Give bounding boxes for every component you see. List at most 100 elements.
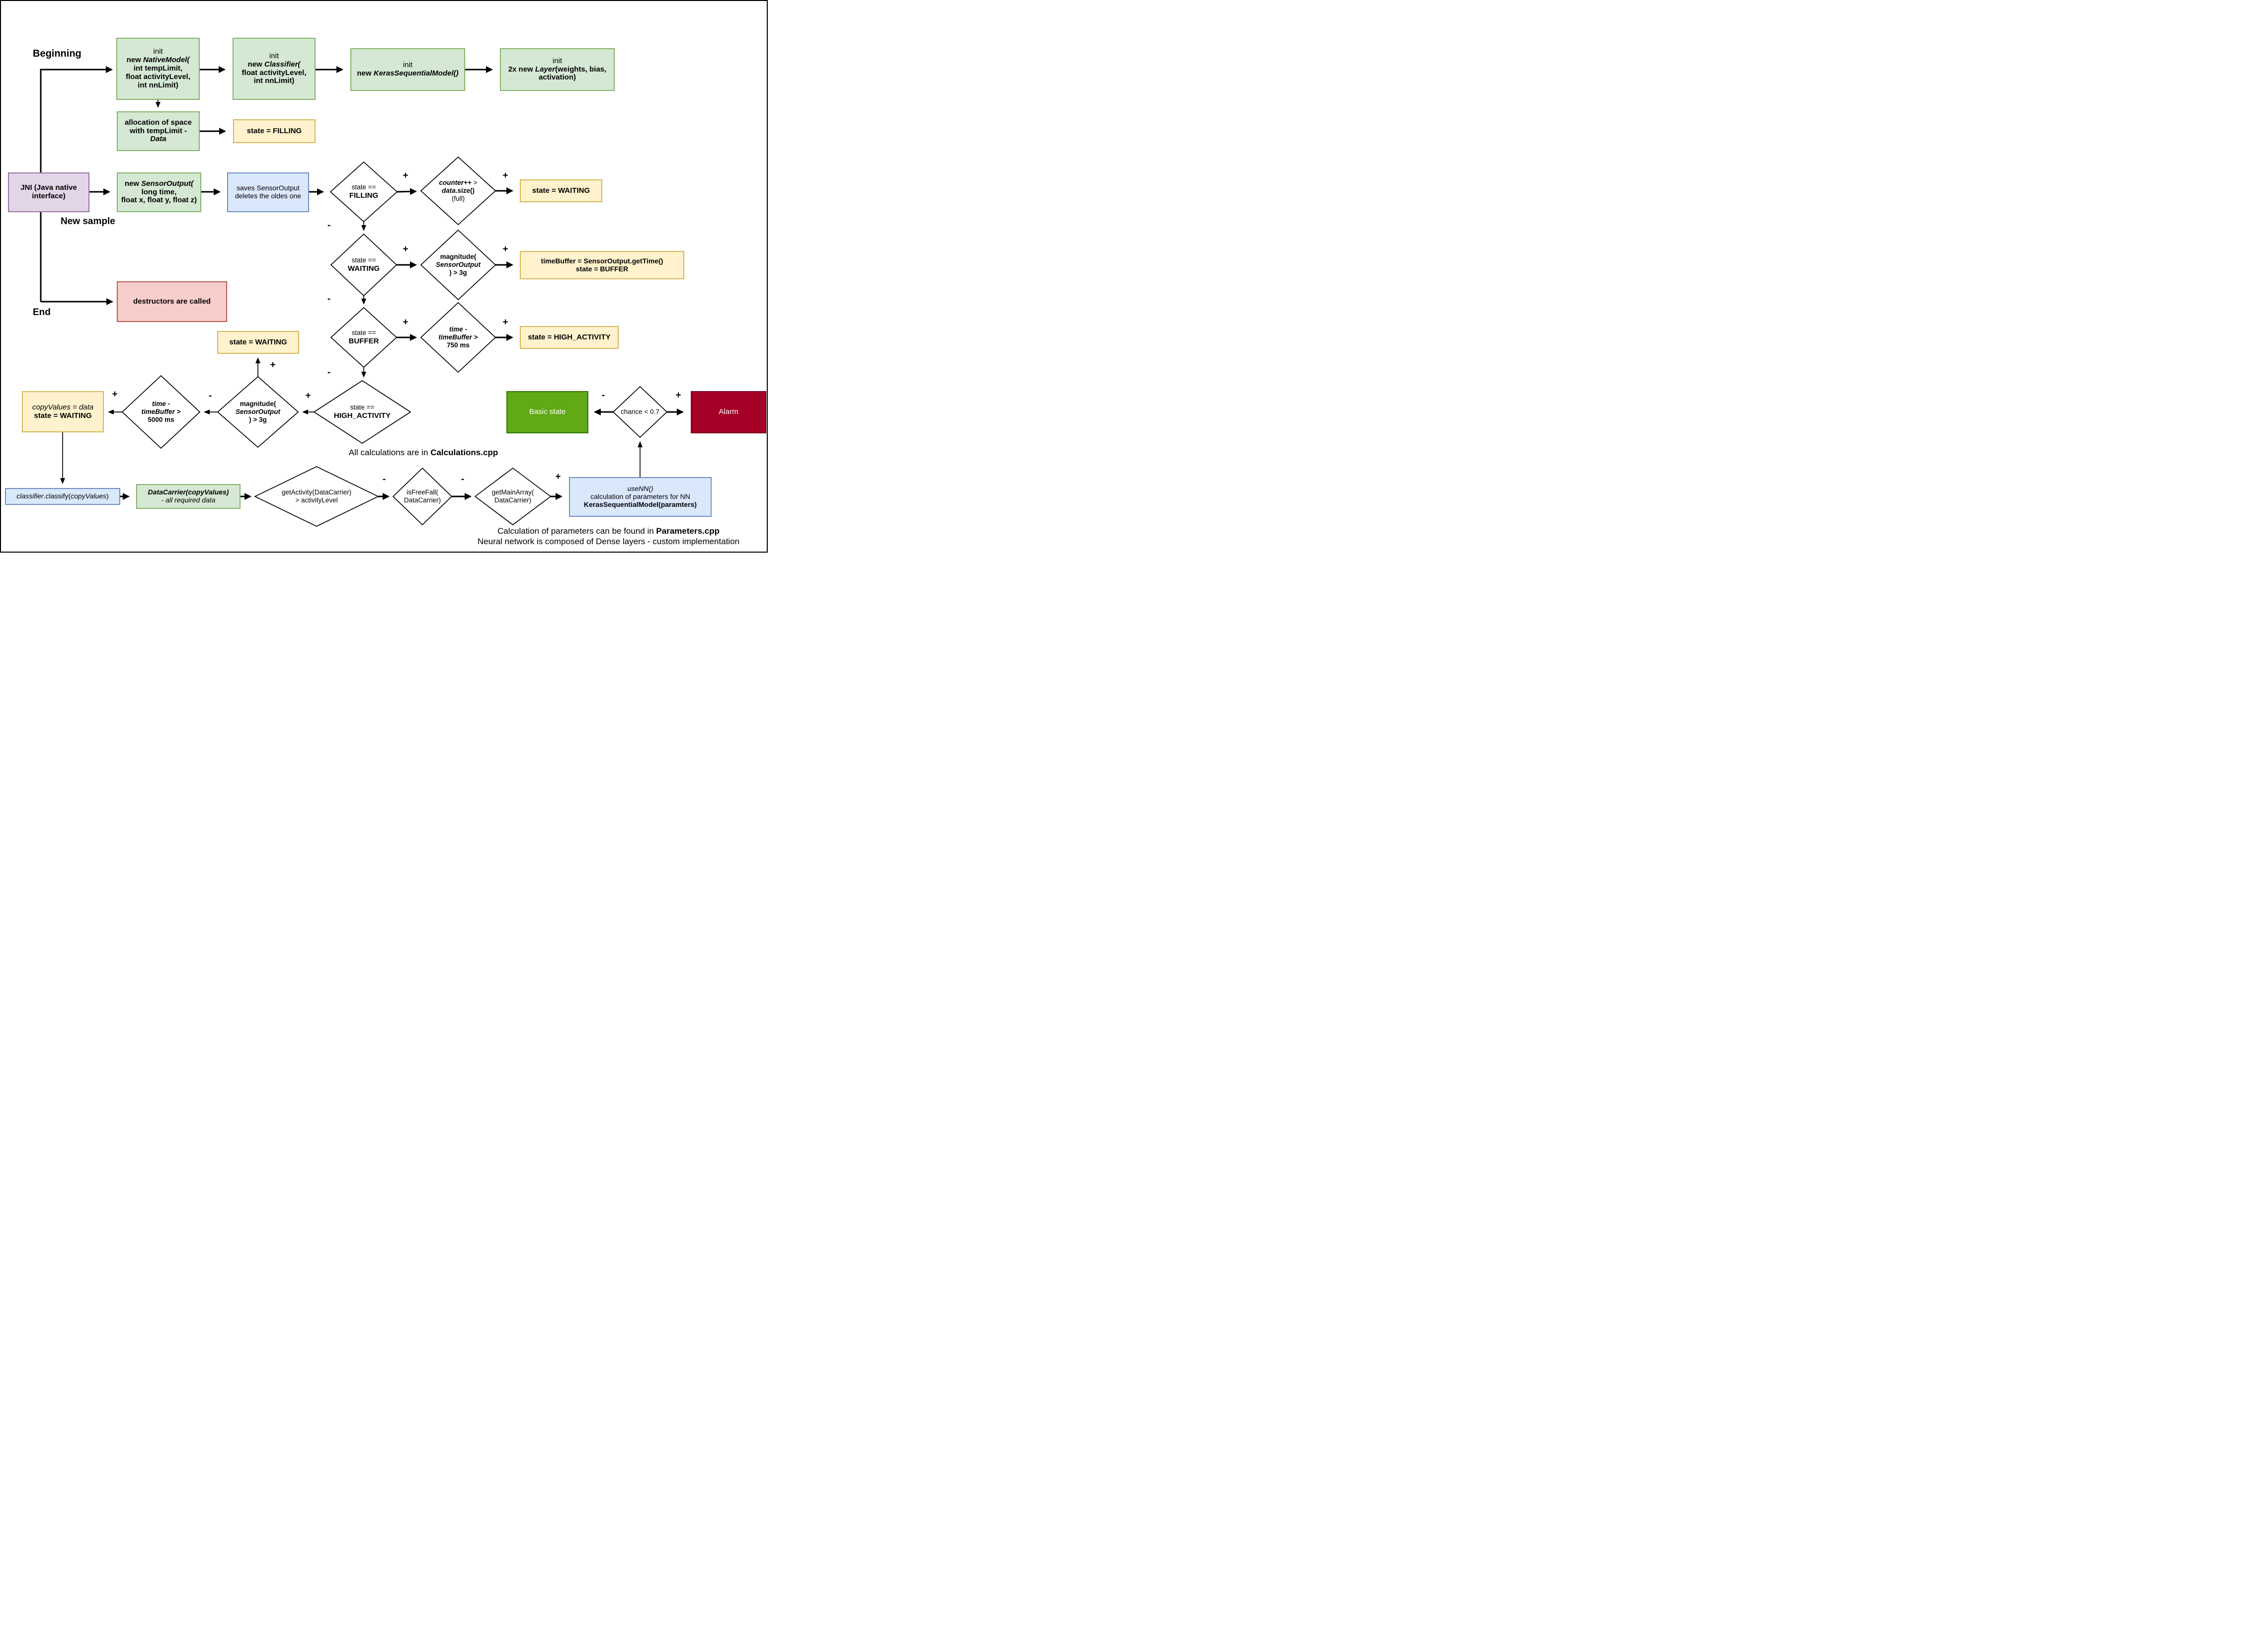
- layers-new: 2x new: [508, 65, 535, 74]
- decision-time5000-shape: [121, 375, 201, 449]
- layers-class: Layer: [535, 65, 555, 74]
- label-new-sample-text: New sample: [61, 216, 115, 227]
- decision-getactivity: getActivity(DataCarrier) > activityLevel: [255, 467, 378, 526]
- decision-getmainarray: getMainArray( DataCarrier): [475, 468, 551, 525]
- keras-init: init: [403, 61, 413, 70]
- classifier-class: Classifier(: [264, 60, 301, 69]
- allocation-line1: allocation of space: [124, 118, 192, 127]
- minus-buffer-down: -: [327, 367, 331, 378]
- decision-counter-shape: [420, 156, 496, 226]
- native-model-class: NativeModel(: [143, 56, 190, 65]
- label-beginning: Beginning: [33, 48, 81, 60]
- waiting-line2: WAITING: [347, 264, 380, 273]
- label-beginning-text: Beginning: [33, 48, 81, 59]
- sensor-output-param1: long time,: [141, 187, 177, 196]
- decision-time750-shape: [420, 302, 496, 373]
- datacarrier-line2: - all required data: [161, 496, 216, 504]
- basic-state-text: Basic state: [529, 408, 566, 416]
- decision-time5000: time - timeBuffer > 5000 ms: [122, 376, 200, 448]
- saves-line1: saves SensorOutput: [237, 184, 300, 192]
- flowchart-canvas: Beginning New sample End init new Native…: [0, 0, 768, 553]
- classify-call: .classify(: [43, 492, 71, 500]
- time750-time: time: [449, 326, 463, 333]
- state-high-activity-text: state = HIGH_ACTIVITY: [528, 332, 611, 341]
- buffer-line1: state ==: [351, 329, 376, 337]
- decision-isfreefall: isFreeFall( DataCarrier): [393, 468, 452, 525]
- minus-filling-down: -: [327, 220, 331, 231]
- timebuffer-line2: state = BUFFER: [575, 264, 629, 273]
- state-waiting-top-text: state = WAITING: [532, 186, 590, 195]
- node-new-sensor-output: new SensorOutput( long time, float x, fl…: [117, 172, 201, 212]
- time5000-gt: >: [174, 408, 181, 416]
- sensor-output-class: SensorOutput(: [141, 179, 194, 188]
- plus-filling-counter: +: [403, 170, 408, 181]
- counter-line1: counter++ >: [439, 179, 478, 187]
- minus-getactivity: -: [382, 474, 386, 485]
- plus-chance-alarm: +: [675, 390, 681, 401]
- isfreefall-line1: isFreeFall(: [406, 489, 438, 496]
- native-model-ctor: new NativeModel(: [127, 56, 190, 65]
- plus-magnitude2-up: +: [270, 360, 276, 370]
- high-activity-line1: state ==: [350, 404, 375, 411]
- decision-magnitude2: magnitude( SensorOutput ) > 3g: [218, 377, 298, 447]
- decision-isfreefall-shape: [392, 467, 453, 526]
- native-model-new: new: [126, 56, 143, 65]
- timebuffer-line1: timeBuffer = SensorOutput.getTime(): [541, 256, 663, 265]
- high-activity-line2: HIGH_ACTIVITY: [333, 411, 391, 420]
- counter-data: data: [441, 187, 456, 195]
- filling-line2: FILLING: [349, 191, 379, 200]
- decision-getmainarray-shape: [474, 467, 552, 526]
- jni-line1: JNI (Java native: [20, 183, 77, 192]
- plus-high-magnitude2: +: [305, 391, 311, 401]
- decision-chance-shape: [612, 386, 668, 438]
- layers-params2: activation): [538, 73, 576, 82]
- datacarrier-line1: DataCarrier(copyValues): [148, 488, 229, 496]
- node-jni: JNI (Java native interface): [8, 172, 89, 212]
- classifier-new: new: [247, 60, 264, 69]
- decision-magnitude2-shape: [217, 376, 299, 448]
- decision-state-filling: state == FILLING: [330, 162, 397, 222]
- note-neural-network: Neural network is composed of Dense laye…: [477, 537, 740, 546]
- time5000-line2: timeBuffer >: [142, 408, 181, 416]
- usenn-line2: calculation of parameters for NN: [590, 492, 690, 501]
- node-basic-state: Basic state: [506, 391, 588, 433]
- node-destructors: destructors are called: [117, 281, 227, 322]
- magnitude2-line1: magnitude(: [240, 400, 276, 408]
- note-calculations-prefix: All calculations are in: [348, 448, 431, 457]
- getmainarray-line2: DataCarrier): [494, 496, 532, 504]
- decision-time750: time - timeBuffer > 750 ms: [421, 303, 495, 372]
- edge-filling-to-counter: [397, 188, 417, 195]
- state-waiting-mid-text: state = WAITING: [229, 337, 287, 346]
- classify-close: ): [106, 492, 109, 500]
- decision-counter: counter++ > data.size() (full): [421, 157, 495, 225]
- plus-getmainarray: +: [555, 472, 561, 482]
- alarm-text: Alarm: [719, 408, 738, 416]
- time750-line1: time -: [449, 326, 467, 333]
- counter-line2: data.size(): [442, 187, 475, 195]
- time750-timebuffer: timeBuffer: [438, 333, 472, 341]
- node-data-carrier: DataCarrier(copyValues) - all required d…: [136, 484, 241, 509]
- connector-layer: [40, 66, 684, 527]
- node-init-native-model: init new NativeModel( int tempLimit, flo…: [116, 38, 200, 100]
- decision-state-high-activity: state == HIGH_ACTIVITY: [314, 381, 410, 443]
- node-copyvalues-waiting: copyValues = data state = WAITING: [22, 391, 104, 432]
- magnitude1-line2: SensorOutput: [436, 261, 481, 269]
- waiting-line1: state ==: [351, 256, 376, 264]
- decision-state-high-activity-shape: [313, 380, 411, 444]
- decision-state-waiting: state == WAITING: [331, 234, 397, 296]
- decision-chance: chance < 0.7: [613, 387, 667, 437]
- minus-isfreefall: -: [461, 474, 465, 485]
- classifier-param2: int nnLimit): [253, 77, 295, 85]
- time750-line2: timeBuffer >: [439, 333, 478, 341]
- native-model-param3: int nnLimit): [138, 81, 178, 89]
- node-init-layers: init 2x new Layer(weights, bias, activat…: [500, 48, 615, 91]
- classify-obj: classifier: [16, 492, 44, 500]
- node-timebuffer-buffer: timeBuffer = SensorOutput.getTime() stat…: [520, 251, 684, 279]
- filling-line1: state ==: [351, 183, 376, 191]
- node-state-filling: state = FILLING: [233, 119, 316, 143]
- counter-gt: >: [471, 179, 478, 187]
- node-state-high-activity: state = HIGH_ACTIVITY: [520, 326, 619, 349]
- getactivity-line2: > activityLevel: [295, 496, 338, 504]
- plus-magnitude-timebuffer: +: [502, 244, 508, 254]
- magnitude1-line1: magnitude(: [440, 253, 477, 261]
